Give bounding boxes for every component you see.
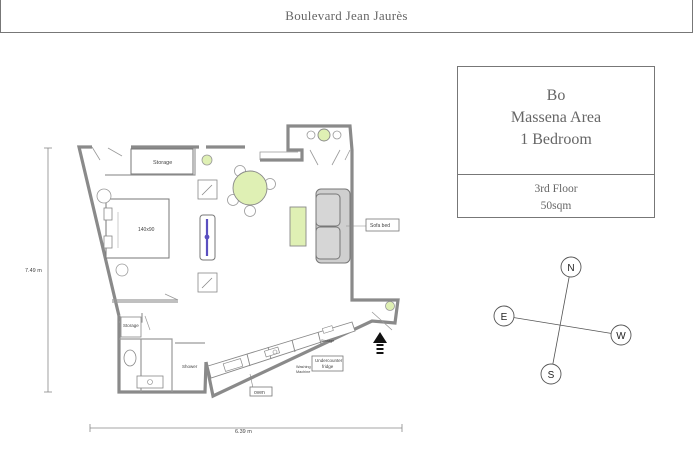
ceiling-lamp — [201, 154, 213, 166]
sofa-label-box — [365, 218, 400, 232]
sliding-panels — [197, 179, 218, 293]
apartment-name: Bo — [546, 87, 566, 104]
oven-leader-line — [249, 373, 254, 389]
height-dimension — [44, 147, 52, 393]
apartment-details: 3rd Floor 50sqm — [458, 181, 654, 215]
info-divider — [458, 174, 654, 175]
apartment-bedrooms: 1 Bedroom — [520, 131, 592, 148]
compass-n-label: N — [567, 263, 574, 274]
compass: N E W S — [493, 256, 632, 385]
address-banner: Boulevard Jean Jaurès — [0, 0, 693, 33]
washing-machine-label: Washing Machine — [296, 365, 312, 374]
apartment-title: Bo Massena Area 1 Bedroom — [458, 85, 654, 151]
top-windows — [91, 146, 351, 166]
storage-kitchen-label: Storage — [321, 339, 334, 343]
burner-icon — [272, 349, 278, 355]
sink-drain — [147, 379, 153, 385]
entrance-arrow — [373, 332, 387, 354]
exterior-walls — [76, 124, 400, 399]
width-dimension — [89, 424, 403, 432]
oven-label-box — [249, 386, 273, 397]
apartment-floor: 3rd Floor — [534, 183, 578, 195]
kitchen-counter — [207, 321, 356, 379]
cooktop — [263, 346, 281, 358]
storage-cabinet — [130, 148, 194, 175]
bedside-lamp — [96, 188, 112, 204]
double-bed — [103, 198, 170, 259]
bathroom-sink — [136, 375, 164, 389]
address-title: Boulevard Jean Jaurès — [285, 8, 408, 23]
sliding-door — [199, 214, 216, 261]
sofa-bed — [315, 188, 351, 264]
fridge-label-box — [311, 355, 344, 372]
sofa-bed-label: Sofa bed — [370, 223, 390, 229]
coffee-table — [289, 206, 307, 247]
storage-small-label: Storage — [123, 323, 139, 328]
kitchen-drawer — [321, 325, 334, 334]
bedroom-door-swing — [164, 293, 179, 301]
compass-w-label: W — [616, 331, 626, 342]
dining-table — [227, 165, 276, 217]
compass-north — [560, 256, 582, 278]
bathroom-door-swing — [144, 315, 151, 331]
undercounter-fridge-label: Undercounter fridge — [315, 358, 344, 369]
shower-label: Shower — [182, 364, 198, 369]
bed-size-label: 140x90 — [138, 227, 155, 233]
oven-label: oven — [254, 390, 265, 396]
apartment-surface: 50sqm — [540, 200, 572, 212]
bathroom-storage — [120, 316, 142, 338]
balcony-table — [306, 128, 342, 142]
interior-walls — [105, 148, 205, 392]
apartment-info-box: Bo Massena Area 1 Bedroom 3rd Floor 50sq… — [457, 66, 655, 218]
bedroom-chair — [115, 263, 129, 277]
entry-lamp — [385, 301, 395, 311]
height-dimension-label: 7.49 m — [25, 268, 42, 274]
storage-top-label: Storage — [153, 160, 172, 166]
toilet — [123, 349, 137, 367]
compass-e-label: E — [501, 312, 508, 323]
entry-door-swing — [371, 311, 393, 331]
width-dimension-label: 6.39 m — [235, 429, 252, 435]
compass-south — [540, 363, 562, 385]
apartment-area-name: Massena Area — [510, 109, 602, 126]
kitchen-sink — [222, 358, 244, 372]
compass-s-label: S — [548, 370, 555, 381]
compass-east — [493, 305, 515, 327]
compass-west — [610, 324, 632, 346]
